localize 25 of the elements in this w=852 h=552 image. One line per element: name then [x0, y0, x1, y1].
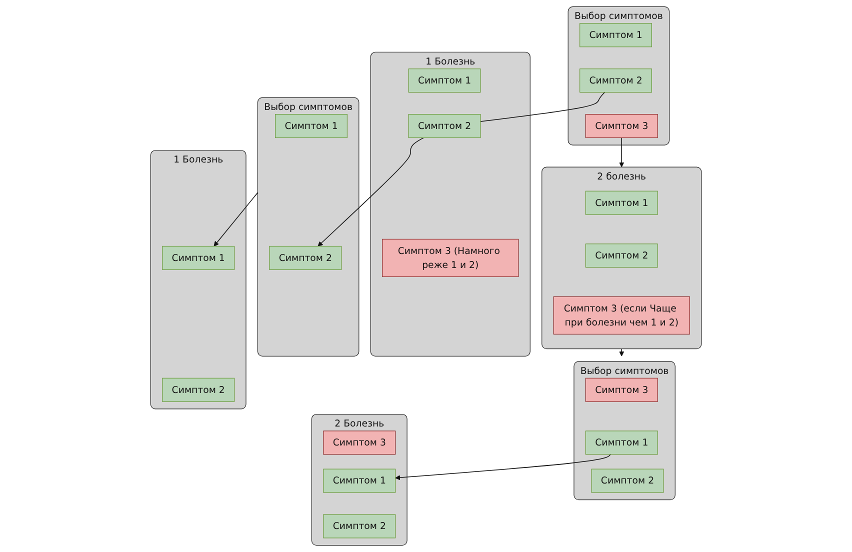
- arrow: [214, 192, 258, 246]
- node-box: Симптом 1: [162, 246, 235, 270]
- node-box: Симптом 1: [275, 114, 348, 138]
- arrow: [619, 137, 624, 168]
- arrow: [318, 137, 424, 246]
- node-box: Симптом 1: [585, 190, 658, 215]
- node-box: Симптом 2: [580, 68, 652, 93]
- node-box: Симптом 1: [580, 23, 652, 48]
- node-box: Симптом 2: [269, 246, 342, 270]
- arrow: [619, 348, 624, 356]
- node-box: Симптом 3 (если Чаще при болезни чем 1 и 2): [553, 296, 690, 334]
- arrow: [395, 454, 611, 480]
- node-box: Симптом 2: [585, 244, 658, 268]
- node-box: Симптом 2: [162, 378, 235, 402]
- node-box: Симптом 1: [323, 468, 396, 493]
- node-box: Симптом 3: [585, 114, 658, 138]
- node-box: Симптом 3 (Намного реже 1 и 2): [382, 238, 519, 278]
- node-box: Симптом 3: [323, 430, 396, 455]
- node-box: Симптом 1: [408, 68, 481, 93]
- node-box: Симптом 3: [585, 378, 658, 402]
- node-box: Симптом 1: [585, 430, 658, 455]
- connector: [480, 92, 606, 122]
- node-box: Симптом 2: [323, 514, 396, 538]
- node-box: Симптом 2: [591, 468, 664, 493]
- node-box: Симптом 2: [408, 114, 481, 138]
